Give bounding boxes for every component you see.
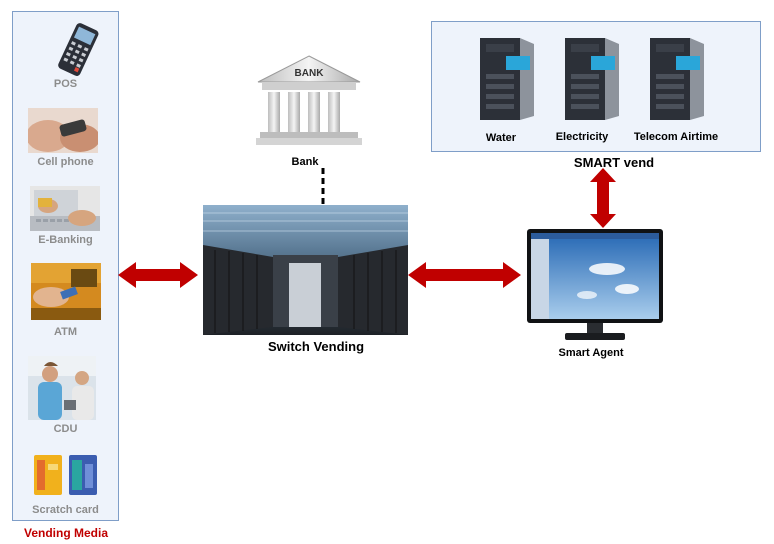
cell-phone-label: Cell phone: [37, 156, 94, 168]
e-banking-icon: [30, 186, 100, 231]
telecom-airtime-label: Telecom Airtime: [633, 131, 719, 143]
smart-vend-title: SMART vend: [573, 155, 655, 170]
electricity-server-icon: [561, 34, 621, 122]
pos-label: POS: [53, 78, 78, 90]
arrow-smartvend-agent: [590, 168, 616, 228]
cell-phone-icon: [28, 108, 98, 153]
atm-label: ATM: [53, 326, 77, 338]
electricity-label: Electricity: [555, 131, 609, 143]
scratch-card-icon: [33, 454, 99, 496]
arrow-media-switch: [118, 260, 198, 290]
bank-switch-connector: [320, 168, 326, 206]
scratch-card-label: Scratch card: [32, 504, 99, 516]
telecom-server-icon: [646, 34, 706, 122]
switch-datacenter-image: [203, 205, 408, 335]
water-label: Water: [485, 132, 517, 144]
bank-label: Bank: [291, 156, 319, 168]
smart-agent-monitor-icon: [527, 229, 663, 343]
smart-agent-label: Smart Agent: [558, 347, 624, 359]
atm-icon: [31, 263, 101, 320]
bank-sign-text: BANK: [294, 68, 324, 79]
water-server-icon: [476, 34, 536, 122]
pos-icon: [48, 22, 106, 78]
cdu-label: CDU: [53, 423, 78, 435]
bank-icon: BANK: [256, 54, 362, 146]
e-banking-label: E-Banking: [38, 234, 93, 246]
cdu-icon: [28, 356, 96, 420]
switch-label: Switch Vending: [267, 339, 365, 354]
vending-media-title: Vending Media: [24, 526, 109, 540]
arrow-switch-agent: [408, 260, 521, 290]
